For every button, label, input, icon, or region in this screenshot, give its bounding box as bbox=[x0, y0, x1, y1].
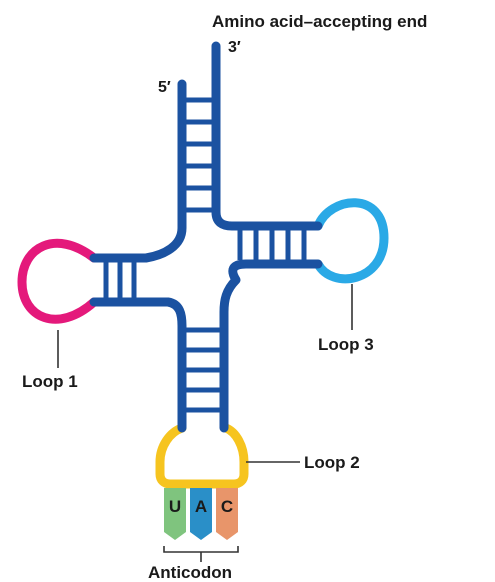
anticodon-label: Anticodon bbox=[148, 563, 232, 582]
anticodon-bases: U A C bbox=[164, 488, 238, 540]
backbone-strand-3prime bbox=[211, 41, 323, 433]
loop2-arc bbox=[155, 423, 249, 489]
base-u: U bbox=[164, 488, 186, 540]
base-u-letter: U bbox=[169, 497, 181, 516]
loop3-arc bbox=[313, 198, 389, 284]
right-stem-rungs bbox=[237, 230, 307, 260]
base-a: A bbox=[190, 488, 212, 540]
loop1-arc bbox=[17, 238, 99, 324]
left-stem-rungs bbox=[103, 262, 137, 298]
loop2-label: Loop 2 bbox=[304, 453, 360, 472]
anticodon-bracket bbox=[163, 546, 239, 562]
amino-acid-end-label: Amino acid–accepting end bbox=[212, 12, 427, 31]
base-c-letter: C bbox=[221, 497, 233, 516]
backbone-inner-junction bbox=[146, 258, 184, 302]
base-a-letter: A bbox=[195, 497, 207, 516]
loop3-label: Loop 3 bbox=[318, 335, 374, 354]
base-c: C bbox=[216, 488, 238, 540]
anticodon-stem-rungs bbox=[186, 327, 220, 413]
backbone-strand-5prime bbox=[89, 79, 187, 433]
three-prime-label: 3′ bbox=[228, 39, 241, 56]
five-prime-label: 5′ bbox=[158, 79, 171, 96]
loop1-label: Loop 1 bbox=[22, 372, 78, 391]
acceptor-stem-rungs bbox=[186, 97, 212, 213]
